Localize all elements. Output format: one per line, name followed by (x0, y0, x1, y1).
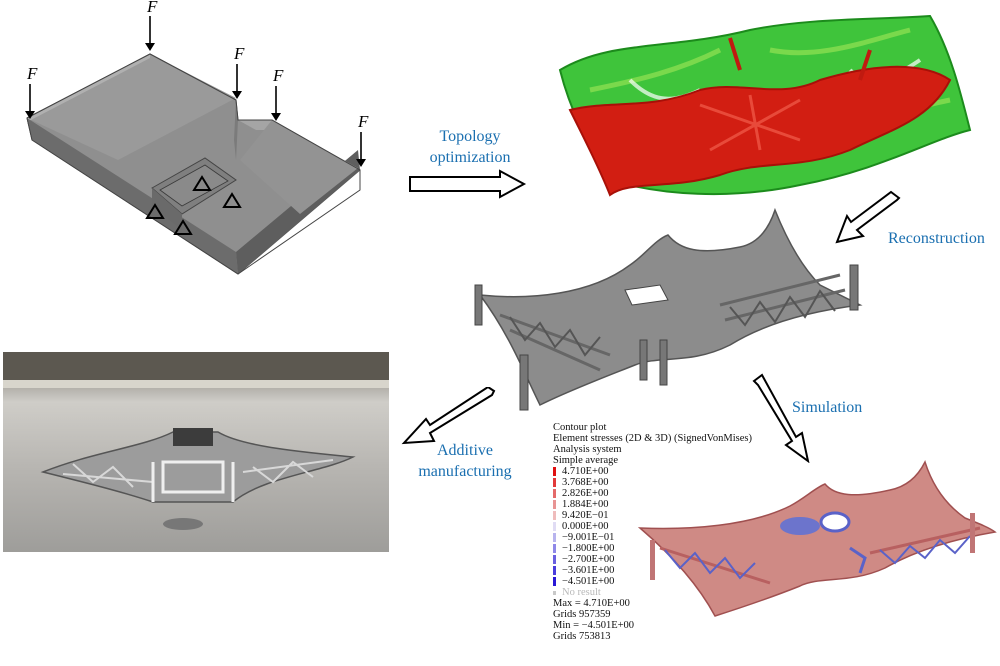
legend-level-value: −3.601E+00 (562, 565, 615, 576)
support-triangle-icon (173, 219, 193, 235)
legend-level: 0.000E+00 (553, 521, 783, 533)
simulation-label: Simulation (792, 399, 863, 416)
legend-level-value: −4.501E+00 (562, 576, 615, 587)
process-arrow-left-down (401, 387, 496, 445)
force-label-4: F (273, 66, 284, 85)
legend-color-swatch (553, 478, 556, 488)
legend-level-value: 9.420E−01 (562, 510, 609, 521)
legend-color-swatch (553, 467, 556, 477)
legend-averaging: Simple average (553, 455, 619, 466)
legend-level-value: 1.884E+00 (562, 499, 609, 510)
reconstructed-structure-figure (474, 207, 863, 411)
legend-level: 2.826E+00 (553, 488, 783, 500)
legend-level: 1.884E+00 (553, 499, 783, 511)
topology-optimization-label: Topology optimization (429, 128, 511, 166)
legend-color-swatch (553, 511, 556, 521)
legend-level: −4.501E+00 (553, 576, 783, 588)
force-arrow-3 (25, 84, 35, 119)
legend-level: 4.710E+00 (553, 466, 783, 478)
force-arrow-4 (271, 86, 281, 121)
force-label-5: F (358, 112, 369, 131)
legend-system: Analysis system (553, 444, 622, 455)
printed-part-photo (3, 352, 389, 552)
support-triangle-icon (145, 203, 165, 219)
legend-level: −9.001E−01 (553, 532, 783, 544)
force-label-2: F (234, 44, 245, 63)
legend-color-swatch (553, 489, 556, 499)
legend-level-value: −2.700E+00 (562, 554, 615, 565)
legend-level-value: −9.001E−01 (562, 532, 615, 543)
reconstruction-label: Reconstruction (888, 230, 985, 247)
additive-manufacturing-label: Additive manufacturing (418, 442, 512, 480)
support-triangle-icon (192, 175, 212, 191)
legend-color-swatch (553, 500, 556, 510)
legend-color-swatch (553, 522, 556, 532)
topology-result-figure (558, 14, 972, 197)
legend-grids-min: Grids 753813 (553, 631, 611, 642)
legend-color-swatch (553, 544, 556, 554)
process-arrow-down-left (835, 190, 901, 244)
legend-level: −1.800E+00 (553, 543, 783, 555)
legend-level-value: 2.826E+00 (562, 488, 609, 499)
contour-legend: Contour plot Element stresses (2D & 3D) … (553, 422, 783, 643)
legend-no-result: No result (553, 587, 783, 599)
legend-level-value: 4.710E+00 (562, 466, 609, 477)
design-domain-figure (26, 53, 361, 275)
force-arrow-5 (356, 132, 366, 167)
legend-level-value: 0.000E+00 (562, 521, 609, 532)
legend-level: 9.420E−01 (553, 510, 783, 522)
force-label-1: F (147, 0, 158, 16)
legend-color-swatch (553, 555, 556, 565)
legend-color-swatch (553, 566, 556, 576)
legend-result-type: Element stresses (2D & 3D) (SignedVonMis… (553, 433, 752, 444)
legend-level: −2.700E+00 (553, 554, 783, 566)
process-arrow-down-right (752, 373, 810, 463)
legend-grids-max: Grids 957359 (553, 609, 611, 620)
legend-title: Contour plot (553, 422, 607, 433)
support-triangle-icon (222, 192, 242, 208)
force-label-3: F (27, 64, 38, 83)
legend-level-value: 3.768E+00 (562, 477, 609, 488)
force-arrow-1 (145, 16, 155, 51)
legend-level: 3.768E+00 (553, 477, 783, 489)
legend-min: Min = −4.501E+00 (553, 620, 635, 631)
legend-level: −3.601E+00 (553, 565, 783, 577)
legend-level-value: −1.800E+00 (562, 543, 615, 554)
legend-color-swatch (553, 577, 556, 587)
process-arrow-right (409, 169, 527, 199)
legend-color-swatch (553, 533, 556, 543)
legend-max: Max = 4.710E+00 (553, 598, 630, 609)
simulation-result-figure (637, 460, 997, 617)
force-arrow-2 (232, 64, 242, 99)
